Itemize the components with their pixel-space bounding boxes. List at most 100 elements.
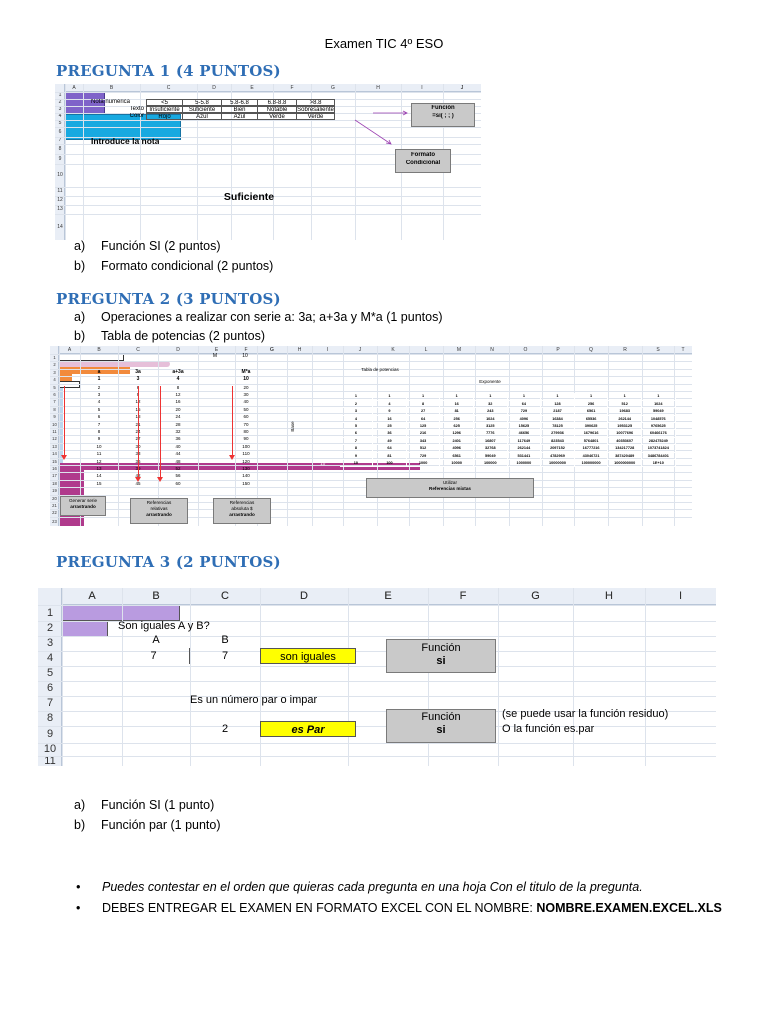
row-number-14: 14 (57, 224, 63, 230)
gridline-horizontal (50, 472, 692, 474)
question-3-heading: PREGUNTA 3 (2 PUNTOS) (56, 553, 281, 571)
serie-sum-4: 24 (175, 414, 181, 420)
row-number-6: 6 (53, 392, 56, 397)
gridline-vertical (573, 588, 574, 766)
q3-item-b: b)Función par (1 punto) (74, 818, 221, 832)
label-color: Color (129, 113, 144, 119)
row-number-9: 9 (53, 414, 56, 420)
gridline-horizontal (50, 420, 692, 422)
column-header-I: I (326, 347, 329, 353)
column-header-H-label: H (605, 590, 613, 602)
pot-cell-1-3: 16 (440, 400, 474, 409)
row-number-2: 2 (46, 622, 54, 634)
row-number-1: 1 (58, 92, 62, 98)
gridline-vertical (62, 588, 63, 766)
pot-cell-5-0: 6 (339, 430, 374, 438)
funcion-si-box-2-line2: si (436, 724, 446, 736)
table-cell-r2c4: >8.8 (297, 99, 335, 106)
pot-cell-1-0: 2 (339, 400, 374, 409)
pot-cell-3-1: 16 (373, 415, 407, 423)
gridline-horizontal (55, 196, 481, 197)
pot-cell-8-9: 3486784401 (642, 452, 676, 460)
row-number-4: 4 (53, 377, 56, 383)
row-number-13: 13 (52, 443, 57, 449)
gridline-vertical (355, 84, 356, 240)
gridline-horizontal (38, 621, 716, 622)
pot-cell-6-3: 2401 (440, 437, 474, 446)
table-cell-r3c2: Bien (222, 106, 258, 113)
row-header-band (55, 84, 65, 240)
serie-sum-6: 32 (175, 428, 181, 434)
utilizar-box-line0: Utilizar (442, 480, 458, 485)
serie-sum-3: 20 (175, 406, 181, 412)
gridline-vertical (273, 84, 274, 240)
gridline-horizontal (55, 127, 481, 128)
gridline-horizontal (55, 137, 481, 138)
gridline-horizontal (50, 457, 692, 459)
pot-cell-2-9: 59049 (642, 408, 676, 416)
base-1: 2 (321, 401, 325, 407)
nota-label: Nota (109, 154, 125, 163)
column-header-band (55, 84, 481, 92)
gridline-horizontal (50, 376, 692, 378)
pot-cell-4-0: 5 (339, 423, 374, 431)
serie-3a-2: 12 (118, 398, 158, 405)
row-number-11: 11 (44, 755, 56, 767)
arrow-down-2 (157, 386, 163, 482)
serie-3a-0: 6 (118, 384, 158, 391)
pot-cell-0-5: 1 (507, 393, 542, 401)
gridline-horizontal (38, 651, 716, 652)
gridline-horizontal (38, 711, 716, 712)
serie-header-0: a (97, 369, 101, 375)
gridline-horizontal (50, 516, 692, 518)
serie-ma-8: 100 (242, 443, 250, 449)
pot-cell-3-8: 262144 (608, 415, 642, 423)
label-texto: Texto (129, 106, 144, 112)
gridline-vertical (231, 84, 232, 240)
row-number-5: 5 (46, 667, 54, 679)
pot-cell-7-7: 16777216 (574, 445, 609, 453)
column-header-J-selected: J (460, 85, 464, 91)
table-cell-r2c0: <5 (146, 99, 183, 106)
pot-cell-2-0: 3 (339, 408, 374, 416)
column-header-J: J (358, 347, 362, 353)
arrow-to-formato (354, 119, 392, 145)
exp-9: 10 (656, 387, 662, 392)
pot-cell-1-1: 4 (373, 400, 407, 409)
gridline-horizontal (38, 605, 716, 606)
column-header-S: S (656, 347, 660, 353)
serie-ma-10: 120 (242, 458, 250, 464)
gridline-horizontal (50, 391, 692, 392)
pot-cell-4-9: 9765625 (642, 423, 676, 431)
pot-cell-7-8: 134217728 (608, 445, 642, 453)
utilizar-box (366, 478, 534, 498)
m-value: 10 (242, 353, 248, 359)
serie-a-4: 6 (97, 414, 101, 420)
column-header-D-label: D (300, 590, 308, 602)
column-header-C: C (166, 85, 171, 91)
arrow-down-1 (135, 386, 141, 482)
column-header-I: I (678, 590, 683, 602)
table-cell-r4c2: Azul (222, 113, 258, 120)
serie-ma-2: 40 (243, 399, 249, 405)
pot-cell-0-4: 1 (474, 393, 508, 401)
gridline-vertical (65, 84, 66, 240)
column-header-F: F (290, 85, 294, 91)
gridline-horizontal (55, 205, 481, 206)
row-number-21: 21 (52, 503, 57, 508)
serie-first-2: 4 (176, 376, 180, 382)
serie-a-7: 9 (97, 436, 101, 442)
serie-ma-5: 70 (243, 421, 249, 427)
pot-cell-6-4: 16807 (474, 437, 508, 446)
document-title: Examen TIC 4º ESO (324, 36, 444, 51)
son-iguales-question: Son iguales A y B? (118, 620, 210, 632)
pot-cell-2-2: 27 (406, 408, 441, 416)
row-number-20: 20 (52, 495, 57, 501)
question-2-heading: PREGUNTA 2 (3 PUNTOS) (56, 290, 281, 308)
pot-cell-9-4: 100000 (474, 460, 508, 468)
pot-cell-3-5: 4096 (507, 415, 542, 423)
serie-a-11: 13 (96, 465, 102, 471)
pot-cell-7-6: 2097152 (541, 445, 575, 453)
row-number-5: 5 (58, 120, 62, 126)
